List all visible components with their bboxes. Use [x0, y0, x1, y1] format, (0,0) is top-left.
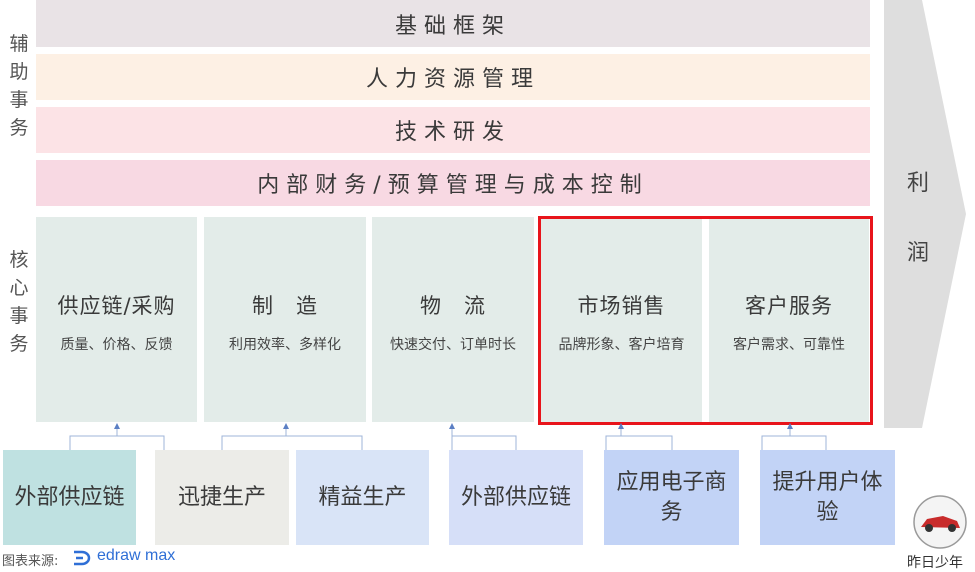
bottom-box-label: 应用电子商务: [612, 468, 731, 528]
connector-lines: [0, 420, 975, 452]
support-band-label: 内部财务/预算管理与成本控制: [257, 167, 648, 199]
core-label-char: 核: [6, 246, 32, 274]
core-activity-subtitle: 质量、价格、反馈: [36, 334, 197, 354]
bottom-box-agile-production: 迅捷生产: [155, 450, 289, 545]
edraw-logo-icon: [70, 548, 94, 568]
support-label-char: 事: [6, 86, 32, 114]
core-activity-subtitle: 快速交付、订单时长: [372, 334, 534, 354]
bottom-box-label: 精益生产: [318, 483, 406, 513]
core-activity-manufacturing: 制 造 利用效率、多样化: [204, 217, 366, 422]
core-label-char: 心: [6, 274, 32, 302]
core-label-char: 务: [6, 330, 32, 358]
source-label: 图表来源:: [2, 550, 58, 569]
core-activity-title: 物 流: [372, 290, 534, 320]
bottom-box-label: 外部供应链: [461, 483, 571, 513]
core-activities-label: 核 心 事 务: [6, 246, 32, 358]
core-activity-title: 制 造: [204, 290, 366, 320]
support-band-hr: 人力资源管理: [36, 54, 870, 100]
support-band-label: 人力资源管理: [366, 61, 540, 93]
bottom-box-external-supply-chain: 外部供应链: [3, 450, 136, 545]
profit-arrow: [870, 0, 970, 430]
core-label-char: 事: [6, 302, 32, 330]
brand-name: edraw max: [97, 547, 175, 565]
bottom-box-external-supply-chain-2: 外部供应链: [449, 450, 583, 545]
highlight-frame: [538, 216, 873, 425]
support-band-infrastructure: 基础框架: [36, 0, 870, 47]
core-activity-subtitle: 利用效率、多样化: [204, 334, 366, 354]
bottom-box-label: 外部供应链: [14, 483, 124, 513]
core-activity-title: 供应链/采购: [36, 290, 197, 320]
support-band-label: 基础框架: [395, 8, 511, 40]
core-activity-logistics: 物 流 快速交付、订单时长: [372, 217, 534, 422]
support-band-rnd: 技术研发: [36, 107, 870, 153]
bottom-box-label: 提升用户体验: [768, 468, 887, 528]
watermark-text: 昨日少年: [907, 552, 963, 572]
core-activity-procurement: 供应链/采购 质量、价格、反馈: [36, 217, 197, 422]
support-label-char: 辅: [6, 30, 32, 58]
support-label-char: 助: [6, 58, 32, 86]
bottom-box-user-experience: 提升用户体验: [760, 450, 895, 545]
support-band-label: 技术研发: [395, 114, 511, 146]
support-band-finance: 内部财务/预算管理与成本控制: [36, 160, 870, 206]
bottom-box-label: 迅捷生产: [178, 483, 266, 513]
avatar: [913, 495, 967, 549]
support-label-char: 务: [6, 114, 32, 142]
support-activities-label: 辅 助 事 务: [6, 30, 32, 142]
bottom-box-lean-production: 精益生产: [296, 450, 429, 545]
bottom-box-e-commerce: 应用电子商务: [604, 450, 739, 545]
profit-label-char: 润: [907, 235, 929, 267]
profit-label-char: 利: [907, 165, 929, 197]
